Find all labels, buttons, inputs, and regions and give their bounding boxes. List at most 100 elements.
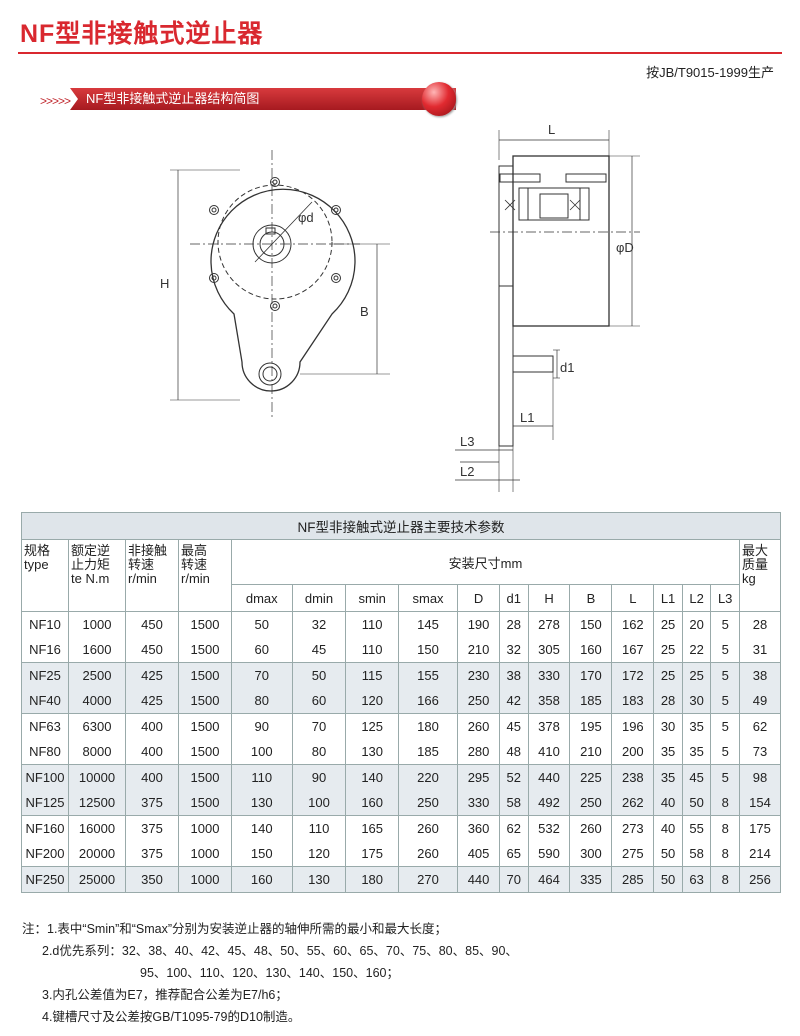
table-cell: 125 (345, 713, 399, 739)
table-cell: 8 (710, 815, 740, 841)
table-cell: 5 (710, 688, 740, 714)
table-cell: 260 (569, 815, 613, 841)
table-cell: 50 (291, 662, 347, 688)
table-cell: 62 (739, 713, 781, 739)
table-cell: 60 (291, 688, 347, 714)
table-cell: 115 (345, 662, 399, 688)
table-cell: 190 (457, 611, 501, 637)
table-cell: 130 (291, 866, 347, 893)
page-title: NF型非接触式逆止器 (20, 20, 264, 48)
notes: 注：1.表中“Smin”和“Smax”分别为安装逆止器的轴伸所需的最小和最大长度… (22, 918, 518, 1028)
structure-drawing: φd H B L φD d1 L1 L2 L3 (160, 122, 640, 492)
table-cell: 2500 (68, 662, 126, 688)
table-cell: 50 (231, 611, 293, 637)
table-cell: 120 (345, 688, 399, 714)
table-cell: 50 (653, 841, 683, 867)
table-cell: 425 (125, 662, 179, 688)
table-cell: 305 (527, 637, 571, 663)
table-cell: 183 (611, 688, 655, 714)
table-cell: 12500 (68, 790, 126, 816)
table-cell: 295 (457, 764, 501, 790)
table-cell: 350 (125, 866, 179, 893)
table-cell: 278 (527, 611, 571, 637)
table-cell: 38 (739, 662, 781, 688)
table-cell: 532 (527, 815, 571, 841)
table-cell: 375 (125, 790, 179, 816)
table-cell: 35 (681, 713, 712, 739)
table-cell: 256 (739, 866, 781, 893)
side-view (455, 130, 640, 492)
table-cell: 35 (653, 764, 683, 790)
header-dim: dmax (231, 584, 293, 612)
table-cell: 50 (653, 866, 683, 893)
note-line: 注：1.表中“Smin”和“Smax”分别为安装逆止器的轴伸所需的最小和最大长度… (22, 922, 448, 936)
table-cell: 32 (499, 637, 529, 663)
table-cell: 1500 (178, 637, 232, 663)
cell-type: NF125 (21, 790, 69, 816)
table-cell: 300 (569, 841, 613, 867)
table-cell: 25 (681, 662, 712, 688)
table-cell: 28 (739, 611, 781, 637)
table-cell: 285 (611, 866, 655, 893)
table-cell: 1500 (178, 688, 232, 714)
table-cell: 1500 (178, 713, 232, 739)
table-cell: 98 (739, 764, 781, 790)
table-cell: 375 (125, 815, 179, 841)
table-cell: 130 (231, 790, 293, 816)
table-cell: 250 (397, 790, 459, 816)
table-cell: 20 (681, 611, 712, 637)
table-cell: 425 (125, 688, 179, 714)
cell-type: NF200 (21, 841, 69, 867)
table-cell: 90 (231, 713, 293, 739)
table-cell: 1500 (178, 739, 232, 765)
table-cell: 28 (499, 611, 529, 637)
table-cell: 60 (231, 637, 293, 663)
table-cell: 250 (569, 790, 613, 816)
arrow-decoration-icon: >>>>> (40, 94, 71, 108)
front-view (170, 150, 390, 420)
header-dim: B (569, 584, 613, 612)
header-dim: L2 (681, 584, 712, 612)
table-cell: 492 (527, 790, 571, 816)
table-cell: 100 (291, 790, 347, 816)
table-cell: 225 (569, 764, 613, 790)
table-cell: 30 (681, 688, 712, 714)
table-cell: 214 (739, 841, 781, 867)
table-cell: 120 (291, 841, 347, 867)
table-cell: 175 (739, 815, 781, 841)
table-cell: 63 (681, 866, 712, 893)
header-dim: L3 (710, 584, 740, 612)
table-cell: 360 (457, 815, 501, 841)
table-cell: 62 (499, 815, 529, 841)
table-cell: 1000 (178, 841, 232, 867)
table-cell: 52 (499, 764, 529, 790)
table-cell: 110 (345, 611, 399, 637)
table-cell: 5 (710, 637, 740, 663)
table-cell: 110 (291, 815, 347, 841)
table-cell: 40 (653, 815, 683, 841)
label-L: L (548, 122, 555, 137)
table-cell: 270 (397, 866, 459, 893)
header-dim: D (457, 584, 501, 612)
table-cell: 10000 (68, 764, 126, 790)
table-cell: 45 (681, 764, 712, 790)
table-cell: 8 (710, 841, 740, 867)
table-cell: 180 (345, 866, 399, 893)
label-D: φD (616, 240, 634, 255)
table-cell: 172 (611, 662, 655, 688)
header-install: 安装尺寸mm (231, 539, 740, 585)
table-cell: 16000 (68, 815, 126, 841)
table-cell: 140 (345, 764, 399, 790)
table-cell: 45 (499, 713, 529, 739)
table-cell: 155 (397, 662, 459, 688)
header-dim: smax (397, 584, 459, 612)
